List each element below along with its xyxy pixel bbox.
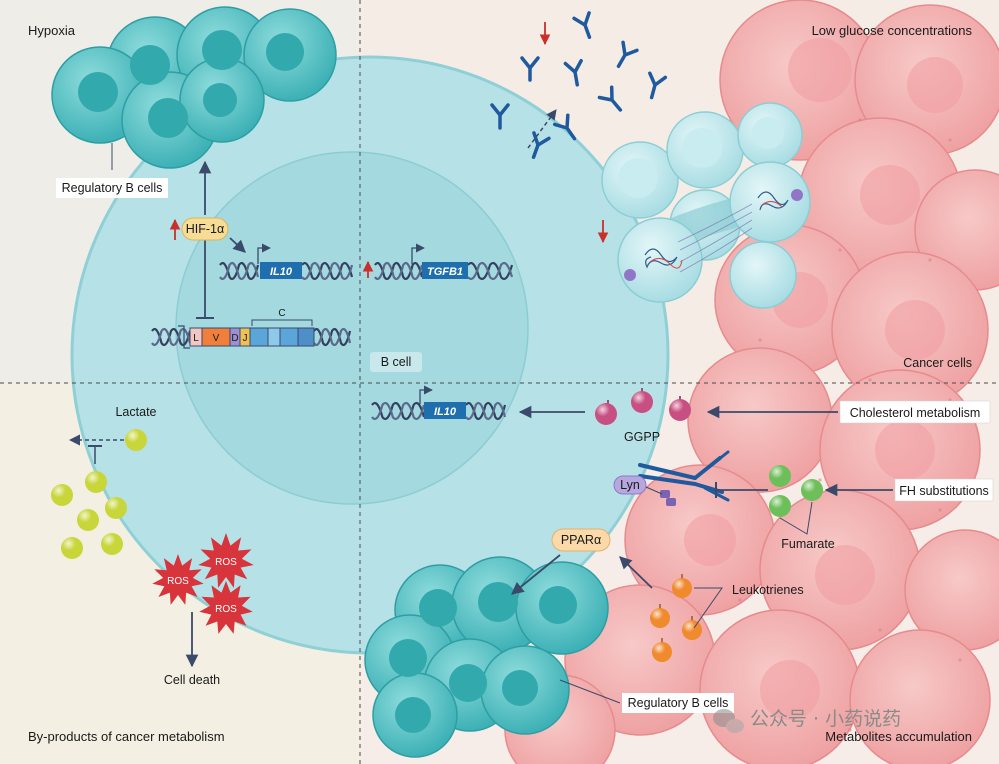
tgfb1-label: TGFB1 — [427, 266, 463, 278]
dna-strand — [465, 401, 507, 421]
segment-c: C — [278, 308, 285, 319]
breg-top-label-bg — [56, 178, 168, 198]
dna-strand — [467, 261, 514, 281]
hif1a-badge — [181, 217, 229, 241]
il10-top-gene: IL10 — [257, 243, 302, 279]
ggpp-label: GGPP — [624, 430, 660, 444]
dna-strand — [374, 261, 424, 281]
b-cell-label-bg — [370, 352, 422, 372]
segment-v: V — [213, 333, 220, 344]
segment-j: J — [243, 333, 248, 344]
dna-strand — [313, 327, 352, 347]
hif1a-label: HIF-1α — [186, 222, 224, 236]
fh-substitutions-label: FH substitutions — [899, 484, 989, 498]
ppara-to-breg-arrow — [511, 554, 561, 595]
dna-strand — [371, 401, 426, 421]
ggpp-molecules — [595, 388, 691, 425]
dna-strand — [301, 261, 354, 281]
fumarate-pointer — [779, 501, 813, 535]
hypoxia-title: Hypoxia — [28, 23, 76, 38]
low-glucose-title: Low glucose concentrations — [812, 23, 973, 38]
fumarate-label: Fumarate — [781, 537, 835, 551]
regulatory-b-cells-top-label: Regulatory B cells — [62, 181, 163, 195]
dividing-b-cells — [601, 102, 811, 309]
tgfb1-gene: TGFB1 — [411, 243, 468, 279]
leukotriene-to-ppara-arrow — [619, 556, 653, 589]
ppara-badge — [551, 528, 611, 552]
wechat-icon — [713, 709, 744, 733]
cell-death-label: Cell death — [164, 673, 220, 687]
cancer-cells-label: Cancer cells — [903, 356, 972, 370]
dna-strand — [151, 327, 192, 347]
il10-top-box — [260, 262, 302, 279]
ros-label-1: ROS — [215, 557, 237, 568]
dna-strand — [219, 261, 260, 281]
il10-top-label: IL10 — [270, 266, 293, 278]
antibodies — [490, 11, 668, 159]
lyn-label: Lyn — [620, 478, 640, 492]
leukotriene-pointer — [693, 587, 723, 629]
antibody-secretion-arrow — [527, 109, 557, 149]
breg-bottom-pointer — [559, 679, 621, 704]
dna-strand — [151, 327, 192, 347]
ppara-label: PPARα — [561, 533, 601, 547]
dna-strand — [371, 401, 426, 421]
cancer-cells-cluster — [504, 0, 999, 764]
leukotrienes-label: Leukotrienes — [732, 583, 804, 597]
segment-d: D — [231, 333, 238, 344]
dna-strand — [465, 401, 507, 421]
regulatory-b-cells-top-cluster — [51, 6, 337, 169]
leukotriene-molecules — [650, 574, 702, 662]
fh-label-bg — [894, 478, 994, 502]
breg-bottom-label-bg — [622, 693, 734, 713]
metabolites-title: Metabolites accumulation — [825, 729, 972, 744]
dna-strand — [219, 261, 260, 281]
regulatory-b-cells-bottom-label: Regulatory B cells — [628, 696, 729, 710]
tgfb1-box — [422, 262, 468, 279]
dna-strand — [467, 261, 514, 281]
il10-bottom-box — [424, 402, 466, 419]
bcr-locus: L V D J C — [178, 308, 315, 349]
dna-layer — [151, 261, 514, 421]
watermark-text: 公众号 · 小药说药 — [750, 708, 901, 730]
byproducts-title: By-products of cancer metabolism — [28, 729, 225, 744]
regulatory-b-cells-bottom-cluster — [364, 556, 609, 758]
cholesterol-label: Cholesterol metabolism — [850, 406, 981, 420]
ros-stars — [152, 533, 254, 634]
fumarate-molecules — [769, 465, 823, 517]
lactate-label: Lactate — [115, 405, 156, 419]
hif-to-il10-arrow — [229, 237, 246, 253]
il10-bottom-gene: IL10 — [419, 385, 466, 419]
lactate-molecules — [51, 429, 147, 559]
dna-strand — [374, 261, 424, 281]
segment-l: L — [193, 333, 199, 344]
cholesterol-label-bg — [839, 400, 991, 424]
dna-strand — [301, 261, 354, 281]
il10-bottom-label: IL10 — [434, 406, 457, 418]
lyn-kinase — [613, 475, 676, 506]
b-cell-label: B cell — [381, 355, 412, 369]
ros-label-3: ROS — [215, 604, 237, 615]
dna-strand — [313, 327, 352, 347]
ros-label-2: ROS — [167, 576, 189, 587]
